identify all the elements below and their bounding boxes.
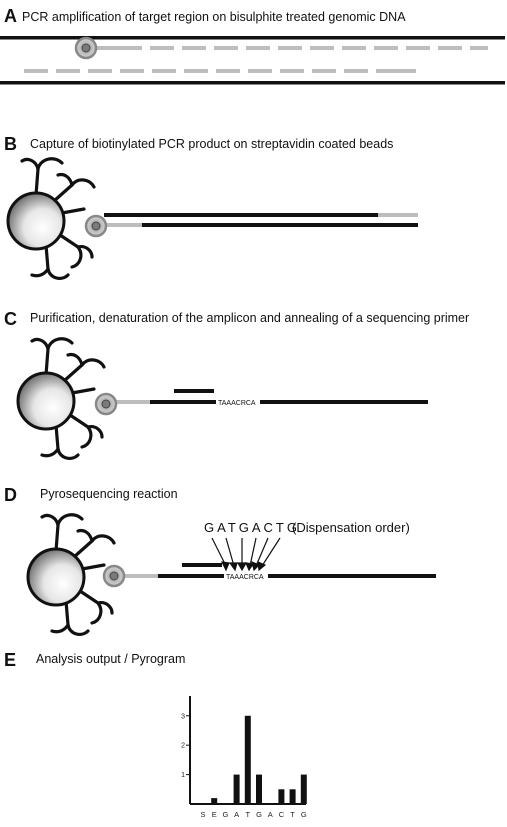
panel-d: D Pyrosequencing reaction GATGACTG (Disp… bbox=[4, 485, 436, 636]
primer-d bbox=[182, 563, 222, 567]
pcr-product-dashed-bottom bbox=[24, 69, 416, 73]
biotin-label-icon bbox=[74, 36, 98, 60]
pyrogram-category-label: A bbox=[234, 810, 239, 819]
genomic-strand-bottom bbox=[0, 81, 505, 85]
pyrogram-category-label: G bbox=[222, 810, 228, 819]
pyrogram-category-label: C bbox=[279, 810, 285, 819]
panel-d-letter: D bbox=[4, 485, 17, 505]
panel-a: A PCR amplification of target region on … bbox=[0, 6, 505, 85]
panel-a-letter: A bbox=[4, 6, 17, 26]
streptavidin-bead-icon bbox=[26, 513, 116, 636]
pyrogram-bar bbox=[233, 774, 240, 804]
panel-b: B Capture of biotinylated PCR product on… bbox=[4, 134, 418, 280]
pyrogram-category-label: S bbox=[200, 810, 205, 819]
strand-d-right bbox=[268, 574, 436, 578]
pyrogram-bar bbox=[300, 774, 307, 804]
dispensation-order-note: (Dispensation order) bbox=[292, 520, 410, 535]
strand-b-top-gray bbox=[378, 213, 418, 217]
strand-c-left bbox=[150, 400, 216, 404]
strand-b-top-black bbox=[104, 213, 378, 217]
streptavidin-bead-icon bbox=[16, 337, 106, 460]
panel-c: C Purification, denaturation of the ampl… bbox=[4, 309, 469, 460]
panel-b-caption: Capture of biotinylated PCR product on s… bbox=[30, 137, 393, 151]
streptavidin-bead-icon bbox=[6, 157, 96, 280]
biotin-label-icon bbox=[102, 564, 126, 588]
strand-b-bottom-black bbox=[142, 223, 418, 227]
panel-c-letter: C bbox=[4, 309, 17, 329]
pyrogram-bar bbox=[278, 789, 285, 804]
pcr-product-dashed-top bbox=[150, 46, 488, 50]
panel-e-caption: Analysis output / Pyrogram bbox=[36, 652, 185, 666]
pyrogram-category-label: G bbox=[256, 810, 262, 819]
strand-b-bottom-gray bbox=[104, 223, 142, 227]
pyrogram-bar bbox=[289, 789, 296, 804]
primer-solid-segment bbox=[94, 46, 142, 50]
panel-c-caption: Purification, denaturation of the amplic… bbox=[30, 311, 469, 325]
pyrogram-category-label: E bbox=[212, 810, 217, 819]
primer-c bbox=[174, 389, 214, 393]
strand-d-left bbox=[158, 574, 224, 578]
sequence-label-c: TAAACRCA bbox=[218, 400, 256, 407]
pyrogram-category-label: T bbox=[290, 810, 295, 819]
pyrogram-bar bbox=[211, 798, 218, 804]
strand-d-gray bbox=[122, 574, 158, 578]
panel-b-letter: B bbox=[4, 134, 17, 154]
panel-e-letter: E bbox=[4, 650, 16, 670]
dispensation-order-letters: GATGACTG bbox=[204, 520, 300, 535]
panel-d-caption: Pyrosequencing reaction bbox=[40, 487, 178, 501]
pyrogram-category-label: A bbox=[268, 810, 273, 819]
nucleotide-arrows bbox=[211, 537, 281, 572]
biotin-label-icon bbox=[84, 214, 108, 238]
sequence-label-d: TAAACRCA bbox=[226, 574, 264, 581]
pyrogram-bar bbox=[256, 774, 262, 804]
pyrogram-category-label: G bbox=[301, 810, 307, 819]
genomic-strand-top bbox=[0, 36, 505, 40]
pyrogram-y-tick-label: 2 bbox=[181, 743, 185, 750]
strand-c-gray bbox=[110, 400, 150, 404]
pyrogram-y-tick-label: 1 bbox=[181, 772, 185, 779]
pyrogram-y-tick-label: 3 bbox=[181, 713, 185, 720]
strand-c-right bbox=[260, 400, 428, 404]
panel-a-caption: PCR amplification of target region on bi… bbox=[22, 10, 406, 24]
pyrogram-category-label: T bbox=[246, 810, 251, 819]
biotin-label-icon bbox=[94, 392, 118, 416]
pyrogram-bar bbox=[244, 715, 251, 804]
